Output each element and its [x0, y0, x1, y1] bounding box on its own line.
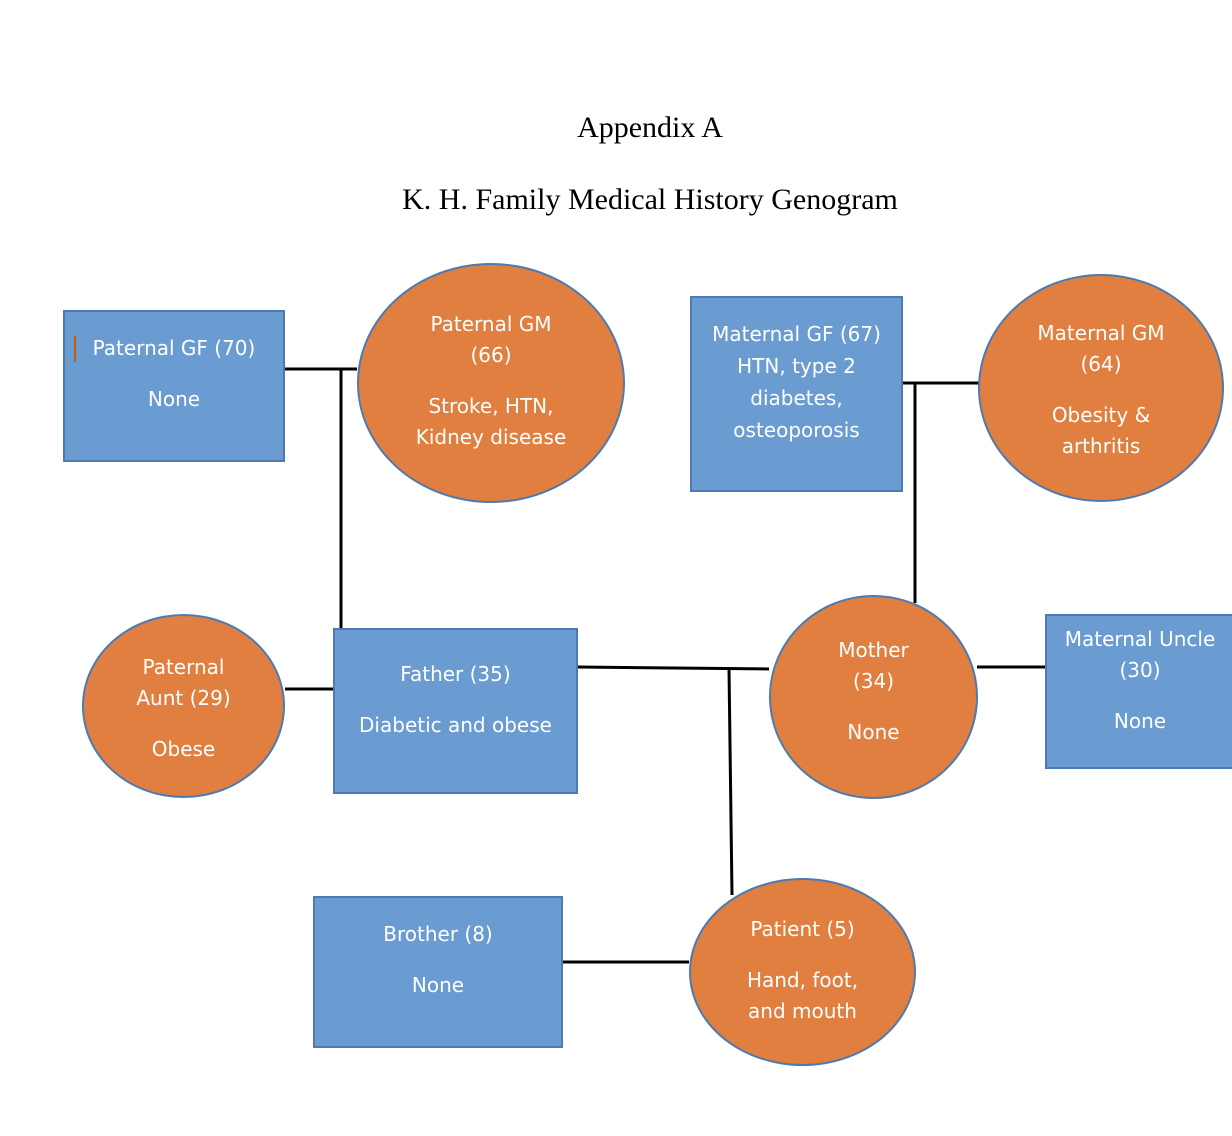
page-title: Appendix A	[577, 111, 723, 144]
text-cursor-marker	[74, 336, 76, 362]
father-box: Father (35) Diabetic and obese	[333, 628, 578, 794]
page-subtitle: K. H. Family Medical History Genogram	[402, 183, 898, 216]
member-conditions: Obesity & arthritis	[1051, 403, 1151, 458]
member-title: Brother (8)	[383, 922, 493, 946]
member-title: Maternal GF (67) HTN, type 2 diabetes, o…	[712, 322, 881, 442]
maternal-grandmother-circle: Maternal GM (64) Obesity & arthritis	[978, 274, 1224, 502]
paternal-aunt-circle: Paternal Aunt (29) Obese	[82, 614, 285, 798]
member-conditions: Hand, foot, and mouth	[746, 968, 859, 1023]
mother-circle: Mother (34) None	[769, 595, 978, 799]
member-conditions: Obese	[151, 737, 216, 761]
brother-box: Brother (8) None	[313, 896, 563, 1048]
member-conditions: None	[847, 720, 900, 744]
member-title: Maternal Uncle (30)	[1064, 627, 1216, 682]
member-conditions: Stroke, HTN, Kidney disease	[415, 394, 567, 449]
parents-descent-line	[727, 668, 734, 896]
paternal-grandfather-box: Paternal GF (70) None	[63, 310, 285, 462]
maternal-grandfather-box: Maternal GF (67) HTN, type 2 diabetes, o…	[690, 296, 903, 492]
member-conditions: None	[411, 973, 465, 997]
member-conditions: Diabetic and obese	[359, 713, 552, 737]
paternal-grandmother-circle: Paternal GM (66) Stroke, HTN, Kidney dis…	[357, 263, 625, 503]
member-title: Paternal GF (70)	[92, 336, 256, 360]
parents-marriage-line	[577, 665, 770, 671]
member-title: Patient (5)	[750, 917, 855, 941]
member-conditions: None	[147, 387, 201, 411]
patient-circle: Patient (5) Hand, foot, and mouth	[689, 878, 916, 1066]
member-title: Paternal GM (66)	[430, 312, 552, 367]
member-conditions: None	[1113, 709, 1167, 733]
member-title: Maternal GM (64)	[1037, 321, 1165, 376]
member-title: Father (35)	[400, 662, 511, 686]
maternal-uncle-box: Maternal Uncle (30) None	[1045, 614, 1232, 769]
member-title: Paternal Aunt (29)	[136, 655, 231, 710]
member-title: Mother (34)	[838, 638, 909, 693]
